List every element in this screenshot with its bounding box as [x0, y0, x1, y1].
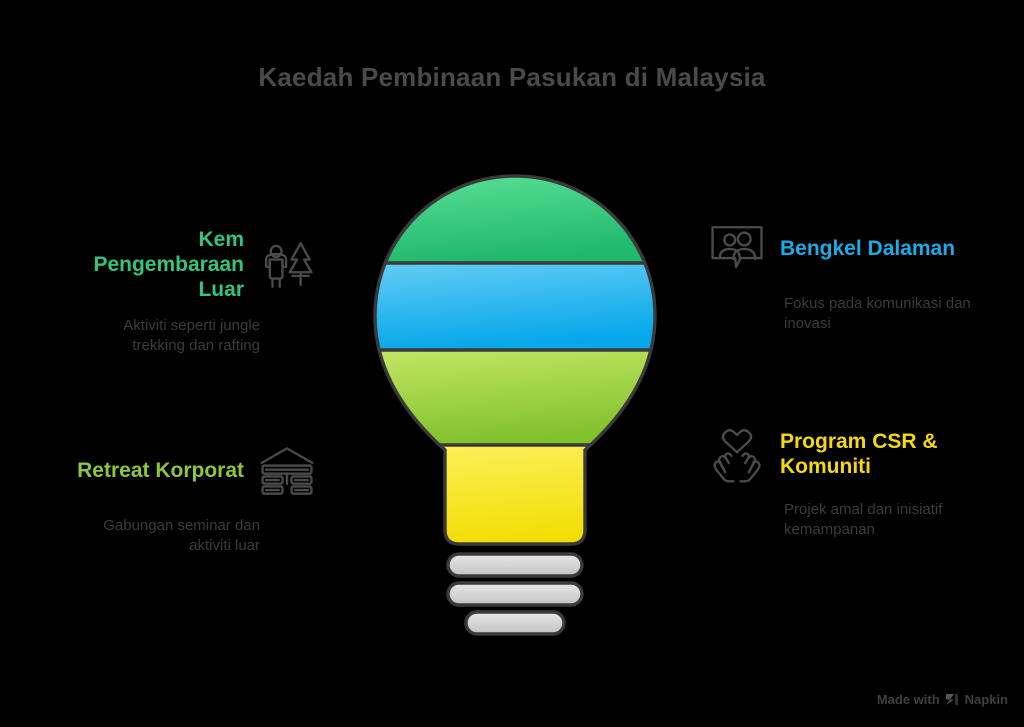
- bulb-band-blue: [375, 263, 655, 350]
- feature-corporate-retreat: Retreat Korporat: [18, 440, 318, 556]
- feature-heading: Retreat Korporat: [77, 458, 244, 482]
- lightbulb-graphic: [363, 168, 668, 638]
- bulb-outline: [373, 174, 657, 546]
- resort-building-icon: [256, 440, 318, 502]
- bulb-base-ring-3: [464, 610, 566, 636]
- feature-description: Gabungan seminar dan aktiviti luar: [103, 517, 260, 554]
- feature-csr-program: Program CSR & Komuniti Projek amal dan i…: [706, 424, 1006, 540]
- feature-description: Projek amal dan inisiatif kemampanan: [784, 501, 943, 538]
- feature-description: Fokus pada komunikasi dan inovasi: [784, 295, 971, 332]
- feature-internal-workshop: Bengkel Dalaman Fokus pada komunikasi da…: [706, 218, 1006, 334]
- feature-header: Program CSR & Komuniti: [706, 424, 1006, 486]
- feature-description: Aktiviti seperti jungle trekking dan raf…: [123, 317, 260, 355]
- napkin-logo-icon: [945, 694, 958, 705]
- feature-heading: Program CSR & Komuniti: [780, 430, 938, 478]
- heart-hands-icon: [706, 424, 768, 486]
- bulb-base-ring-2: [446, 581, 584, 607]
- people-speech-bubble-icon: [706, 218, 768, 280]
- bulb-band-lime: [375, 350, 655, 445]
- hiker-tree-icon: [256, 234, 318, 296]
- feature-header: Bengkel Dalaman: [706, 218, 1006, 280]
- feature-header: Kem Pengembaraan Luar: [18, 228, 318, 302]
- feature-heading: Bengkel Dalaman: [780, 236, 956, 260]
- footer-brand-label: Napkin: [964, 692, 1008, 707]
- feature-heading: Kem Pengembaraan Luar: [93, 228, 244, 301]
- feature-header: Retreat Korporat: [18, 440, 318, 502]
- bulb-band-green: [375, 176, 655, 263]
- page-title: Kaedah Pembinaan Pasukan di Malaysia: [258, 62, 766, 92]
- bulb-base-ring-1: [446, 552, 584, 578]
- footer-made-with-label: Made with: [876, 692, 940, 707]
- bulb-band-yellow: [375, 445, 655, 544]
- feature-outdoor-camp: Kem Pengembaraan Luar: [18, 228, 318, 356]
- bulb-base-rings: [446, 552, 584, 636]
- footer-watermark: Made with Napkin: [877, 692, 1008, 707]
